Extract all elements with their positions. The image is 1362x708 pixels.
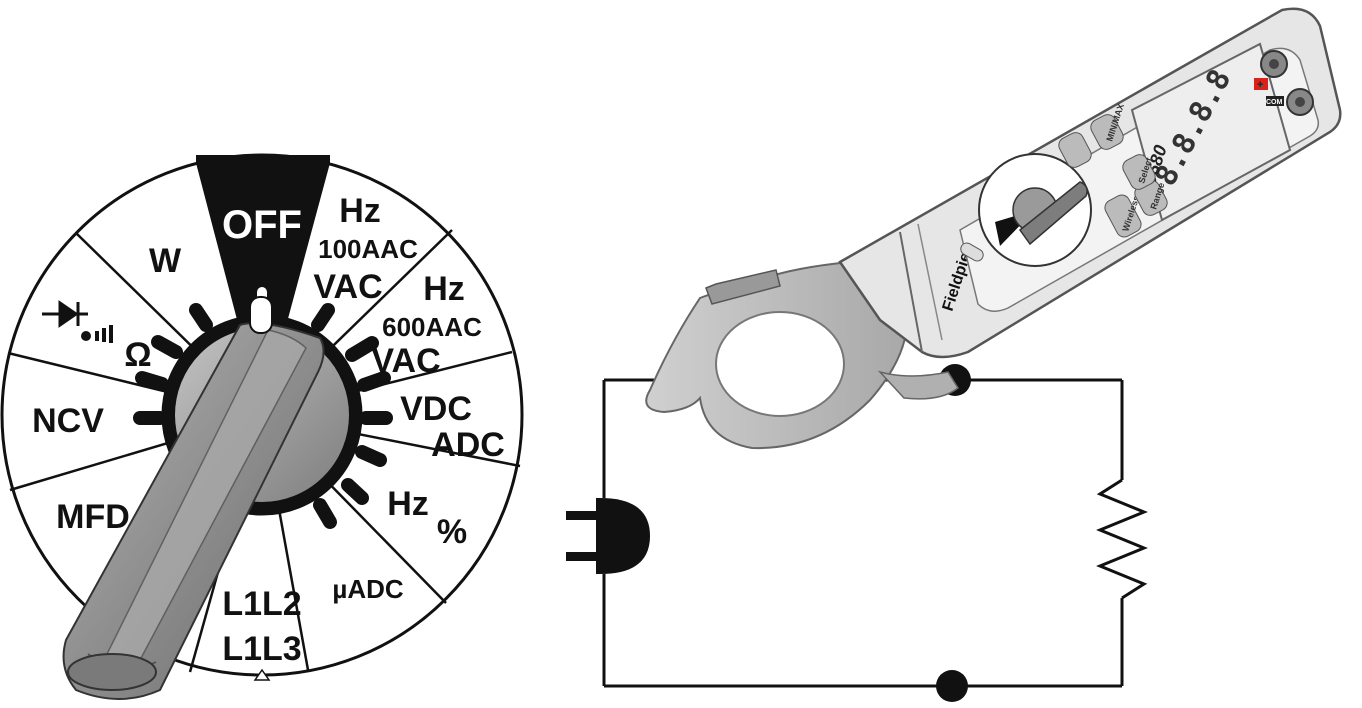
dial-mfd-label: MFD: [56, 498, 130, 536]
meter-jacks: + COM: [1254, 50, 1314, 116]
dial-hz-label-1: Hz: [339, 192, 381, 230]
dial-vac-label-1: VAC: [313, 268, 382, 306]
resistor-icon: [1096, 478, 1148, 600]
meter-jack-plus-label: +: [1257, 79, 1263, 91]
jaw-opening: [715, 311, 845, 417]
diode-icon: [42, 300, 88, 328]
meter-button-minmax[interactable]: [1088, 112, 1126, 152]
clamp-jaw: [645, 260, 959, 450]
dial-ncv-label: NCV: [32, 402, 104, 440]
meter-side-slot: [960, 242, 984, 262]
meter-mini-dial[interactable]: [978, 153, 1092, 267]
dial-knob[interactable]: [62, 296, 325, 700]
dial-ohm-label: Ω: [124, 336, 151, 374]
meter-button-select[interactable]: [1120, 152, 1158, 192]
dial-l1l3-label: L1L3: [222, 630, 301, 668]
ac-source-icon: [566, 498, 650, 574]
dial-watts-label: W: [149, 242, 182, 280]
meter-jack-com-label: COM: [1266, 99, 1283, 106]
dial-index-mark: [253, 668, 271, 681]
circuit: [602, 378, 1148, 688]
dial-100aac-label: 100AAC: [318, 234, 418, 264]
dial-hz-label-3: Hz: [387, 485, 429, 523]
off-segment-cap: [196, 155, 330, 165]
dial-uadc-label: µADC: [332, 574, 404, 604]
meter-button-hold[interactable]: [1056, 130, 1094, 170]
dial-percent-label: %: [437, 513, 467, 551]
dial-hz-label-2: Hz: [423, 270, 465, 308]
continuity-icon: [81, 325, 113, 343]
rotary-dial: OFF Hz 100AAC VAC Hz 600AAC VAC VDC ADC …: [0, 153, 524, 700]
dial-off-label: OFF: [222, 203, 302, 247]
clamp-meter: Fieldpiece 8.8.8.8 SC680 Wireless Range …: [645, 7, 1342, 450]
dial-l1l2-label: L1L2: [222, 585, 301, 623]
dial-adc-label: ADC: [431, 426, 505, 464]
meter-buttons: Wireless Range Select MIN/MAX: [1056, 102, 1168, 240]
dial-600aac-label: 600AAC: [382, 312, 482, 342]
circuit-node-bottom: [936, 670, 968, 702]
meter-red-indicator: [1254, 78, 1268, 90]
dial-vdc-label: VDC: [400, 390, 472, 428]
meter-button-wireless[interactable]: [1102, 192, 1144, 240]
